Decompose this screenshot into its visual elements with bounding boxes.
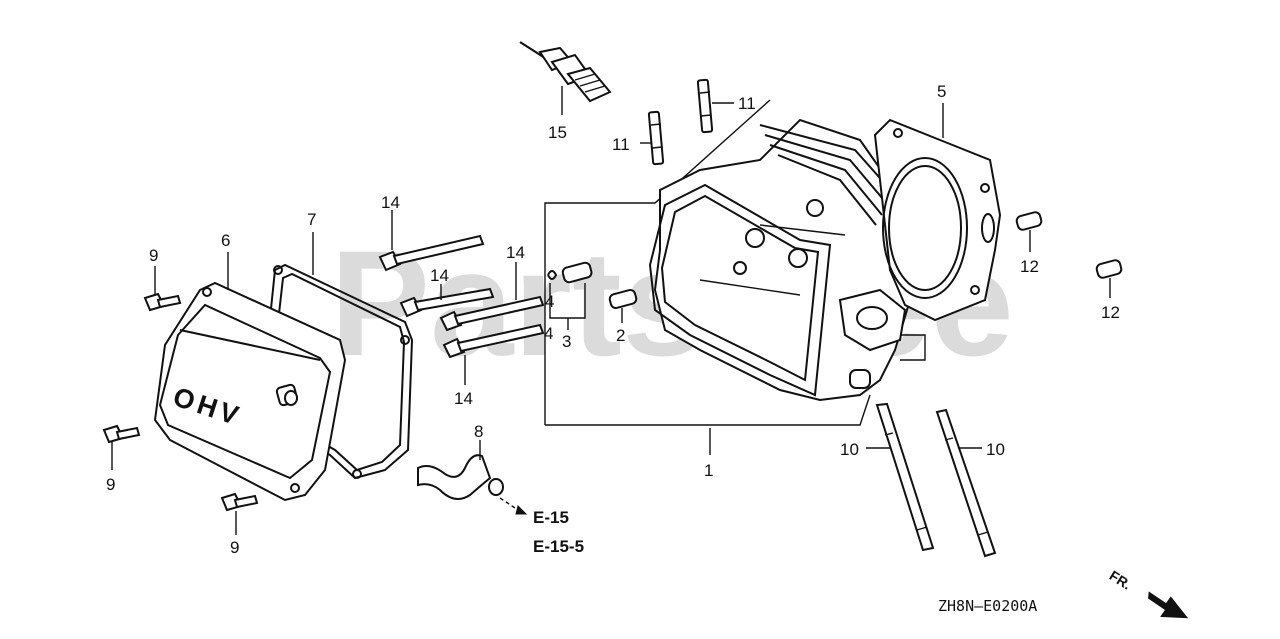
fr-label: FR.	[1107, 567, 1135, 593]
bolt-14-c[interactable]	[439, 295, 545, 332]
reference-e-15-5[interactable]: E-15-5	[533, 537, 584, 556]
dowel-pin-12-b[interactable]	[1095, 259, 1123, 279]
cylinder-head[interactable]	[544, 99, 926, 426]
valve-guide-clip[interactable]	[547, 261, 593, 284]
head-cover[interactable]: OHV	[153, 281, 347, 502]
bolt-9-a[interactable]	[143, 292, 182, 312]
callout-4-a: 4	[545, 292, 554, 311]
front-direction-arrow: FR.	[1107, 567, 1189, 619]
bolt-14-a[interactable]	[378, 234, 485, 272]
callout-12-a: 12	[1020, 257, 1039, 276]
breather-tube[interactable]	[417, 454, 504, 500]
callout-2: 2	[616, 326, 625, 345]
stud-11-b[interactable]	[696, 78, 714, 134]
callout-10-b: 10	[986, 440, 1005, 459]
callout-9-c: 9	[230, 538, 239, 557]
callout-11-b: 11	[738, 94, 756, 113]
callout-1: 1	[704, 461, 713, 480]
callout-3: 3	[562, 332, 571, 351]
spark-plug[interactable]	[519, 41, 612, 103]
callout-14-b: 14	[430, 266, 449, 285]
bolt-14-b[interactable]	[399, 287, 495, 318]
callout-7: 7	[307, 210, 316, 229]
callout-9-b: 9	[106, 475, 115, 494]
bolt-9-b[interactable]	[102, 424, 141, 444]
stud-11-a[interactable]	[647, 110, 665, 166]
callout-15: 15	[548, 123, 567, 142]
stud-10-a[interactable]	[875, 402, 935, 552]
reference-e-15[interactable]: E-15	[533, 508, 569, 527]
callout-6: 6	[221, 231, 230, 250]
drawing-code: ZH8N–E0200A	[938, 597, 1037, 615]
head-gasket[interactable]	[873, 118, 1002, 322]
dowel-pin-2[interactable]	[608, 288, 638, 310]
callout-14-a: 14	[381, 193, 400, 212]
callout-8: 8	[474, 422, 483, 441]
callout-14-c: 14	[506, 243, 525, 262]
dowel-pin-12-a[interactable]	[1015, 211, 1043, 231]
bolt-14-d[interactable]	[442, 323, 545, 359]
callout-14-d: 14	[454, 389, 473, 408]
callout-11-a: 11	[612, 135, 630, 154]
callout-5: 5	[937, 82, 946, 101]
bolt-9-c[interactable]	[220, 492, 259, 512]
callout-4-b: 4	[544, 324, 553, 343]
callout-12-b: 12	[1101, 303, 1120, 322]
callout-10-a: 10	[840, 440, 859, 459]
stud-10-b[interactable]	[935, 408, 997, 558]
callout-9-a: 9	[149, 246, 158, 265]
